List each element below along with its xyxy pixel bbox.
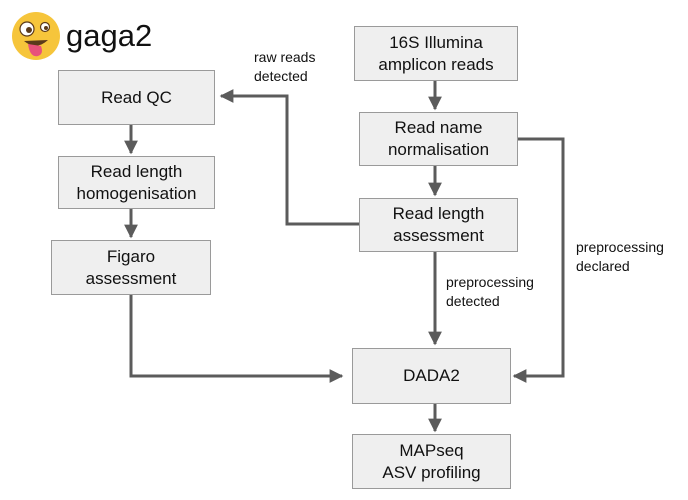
node-dada2: DADA2 [352, 348, 511, 404]
node-read-length-assessment: Read length assessment [359, 198, 518, 252]
node-figaro-assessment: Figaro assessment [51, 240, 211, 295]
node-label: Read length homogenisation [76, 161, 197, 203]
node-read-name-normalisation: Read name normalisation [359, 112, 518, 166]
edge-label-raw-reads-detected: raw reads detected [254, 49, 316, 84]
node-label: Figaro assessment [85, 246, 177, 288]
node-mapseq-asv-profiling: MAPseq ASV profiling [352, 434, 511, 489]
arrow-normalisation-to-dada2 [512, 137, 565, 383]
node-read-length-homogenisation: Read length homogenisation [58, 156, 215, 209]
logo: gaga2 [10, 10, 152, 62]
node-label: MAPseq ASV profiling [382, 440, 481, 482]
node-label: 16S Illumina amplicon reads [378, 32, 494, 74]
node-label: Read QC [101, 87, 172, 107]
arrow-figaro-to-dada2 [129, 294, 344, 383]
node-label: Read length assessment [392, 204, 485, 245]
node-label: Read name normalisation [387, 118, 490, 159]
zany-face-emoji-icon [12, 12, 60, 60]
node-read-qc: Read QC [58, 70, 215, 125]
edge-label-preprocessing-declared: preprocessing declared [576, 239, 664, 274]
app-title: gaga2 [66, 18, 153, 53]
arrow-length-assessment-to-read-qc [219, 89, 359, 226]
edge-label-preprocessing-detected: preprocessing detected [446, 274, 534, 309]
node-label: DADA2 [403, 366, 460, 385]
node-16s-illumina-amplicon-reads: 16S Illumina amplicon reads [354, 26, 518, 81]
